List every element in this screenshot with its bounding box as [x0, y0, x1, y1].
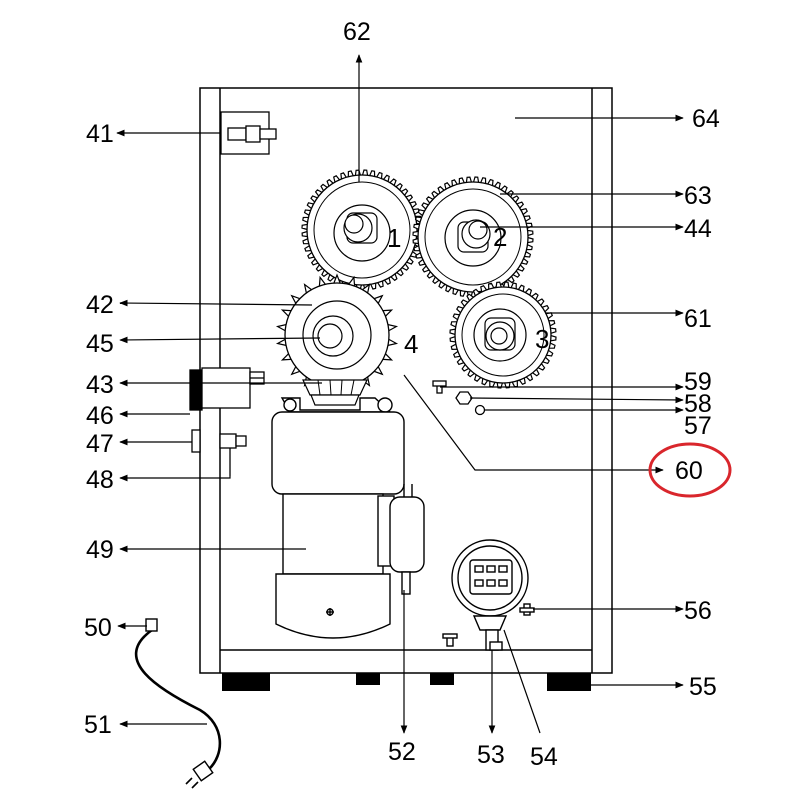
- label-57: 57: [684, 412, 712, 440]
- label-49: 49: [86, 536, 114, 564]
- pressure-gauge: [442, 539, 535, 651]
- motor: [271, 397, 405, 639]
- label-54: 54: [530, 743, 558, 771]
- gear-number-2: 2: [493, 222, 507, 252]
- gear-numbers: 1 2 3 4: [387, 222, 549, 359]
- label-55: 55: [689, 673, 717, 701]
- gear-1: [301, 169, 423, 291]
- gear-number-4: 4: [404, 329, 418, 359]
- leader-lines: [116, 54, 684, 734]
- gear-number-3: 3: [535, 324, 549, 354]
- capacitor: [377, 484, 425, 595]
- power-cord: [135, 618, 222, 789]
- label-56: 56: [684, 597, 712, 625]
- label-50: 50: [84, 614, 112, 642]
- label-43: 43: [86, 371, 114, 399]
- label-48: 48: [86, 466, 114, 494]
- label-60: 60: [675, 457, 703, 485]
- label-45: 45: [86, 330, 114, 358]
- label-64: 64: [692, 105, 720, 133]
- label-58: 58: [684, 390, 712, 418]
- label-44: 44: [684, 215, 712, 243]
- label-42: 42: [86, 291, 114, 319]
- label-62: 62: [343, 18, 371, 46]
- label-59: 59: [684, 368, 712, 396]
- label-61: 61: [684, 305, 712, 333]
- gear-3: [449, 281, 557, 389]
- feet: [222, 673, 591, 691]
- latch: [220, 111, 277, 155]
- label-63: 63: [684, 182, 712, 210]
- label-47: 47: [86, 430, 114, 458]
- gear-2: [412, 176, 534, 298]
- part-labels: 62 41 64 63 44 42 61 45 43 59 58 46 57 4…: [84, 18, 720, 771]
- label-51: 51: [84, 711, 112, 739]
- label-41: 41: [86, 120, 114, 148]
- gear-number-1: 1: [387, 223, 401, 253]
- label-46: 46: [86, 402, 114, 430]
- label-53: 53: [477, 741, 505, 769]
- highlight-circle: [648, 442, 732, 498]
- switch-assembly: [189, 367, 265, 476]
- label-52: 52: [388, 738, 416, 766]
- bevel-gear-4: [275, 273, 399, 406]
